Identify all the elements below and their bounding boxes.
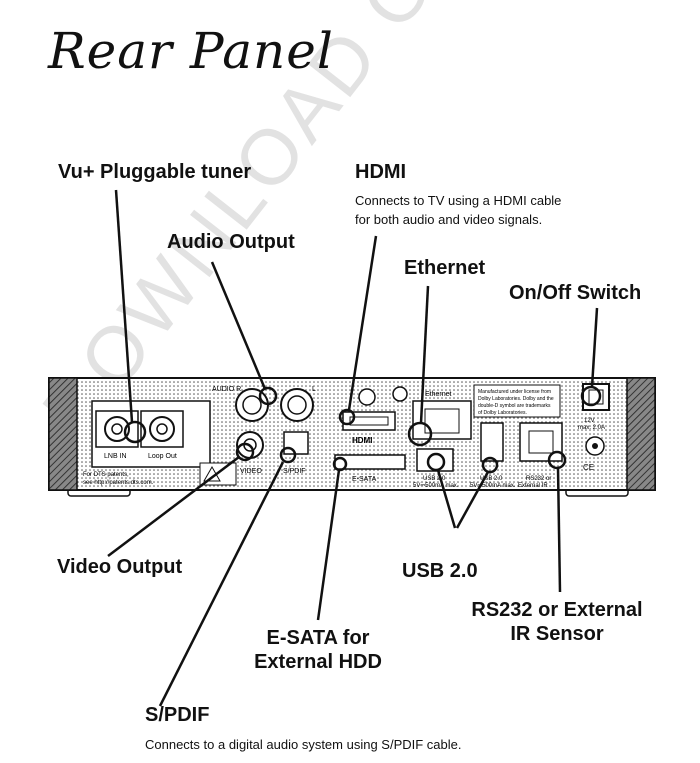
callout-markers <box>123 385 602 474</box>
usb-callout: USB 2.0 <box>402 560 478 582</box>
audio-output-callout: Audio Output <box>167 231 295 253</box>
ground-screw <box>358 388 376 406</box>
chassis-edge-right <box>626 377 656 491</box>
svg-text:Manufactured under license fro: Manufactured under license from Dolby La… <box>478 389 555 416</box>
hdmi-description: Connects to TV using a HDMI cable for bo… <box>355 193 562 227</box>
spdif-callout: S/PDIF <box>145 704 210 726</box>
page-title: Rear Panel <box>48 22 334 80</box>
spdif-port <box>283 431 309 455</box>
loop-out-label: Loop Out <box>148 453 177 460</box>
spdif-description: Connects to a digital audio system using… <box>145 737 462 752</box>
usb1-label: USB 2.0 5V⎓500mA max. <box>413 476 459 489</box>
esata-callout: E-SATA for External HDD <box>254 627 382 673</box>
ethernet-panel-label: Ethernet <box>425 391 452 398</box>
spdif-panel-label: S/PDIF <box>283 468 306 475</box>
chassis-edge-left <box>48 377 78 491</box>
loop-out-connector <box>140 410 184 448</box>
dolby-notice <box>473 384 561 418</box>
lnb-in-label: LNB IN <box>104 453 127 460</box>
audio-r-jack <box>235 388 269 422</box>
power-rating-label: 12V max. 2.0A <box>578 418 605 431</box>
audio-l-label: L <box>312 386 316 393</box>
ethernet-callout: Ethernet <box>404 257 486 279</box>
tuner-callout: Vu+ Pluggable tuner <box>58 161 252 183</box>
cert-mark-icon <box>392 386 408 402</box>
leader-lines <box>107 189 599 707</box>
dts-note: For DTS patents, see http://patents.dts.… <box>83 472 154 486</box>
hdmi-callout: HDMI <box>355 161 407 183</box>
video-label: VIDEO <box>240 468 262 475</box>
rs232-callout: RS232 or External IR Sensor <box>471 599 643 645</box>
ce-mark-icon: CE <box>583 463 594 472</box>
video-output-callout: Video Output <box>57 556 183 578</box>
hdmi-panel-label: HDMI <box>352 436 372 445</box>
onoff-switch-callout: On/Off Switch <box>509 282 642 304</box>
usb-port-1 <box>416 448 454 472</box>
usb-port-2 <box>480 422 504 462</box>
audio-l-jack <box>280 388 314 422</box>
esata-panel-label: E-SATA <box>352 476 377 483</box>
rs232-panel-label: RS232 or External IR <box>518 476 553 489</box>
audio-r-label: AUDIO R <box>212 386 241 393</box>
usb2-label: USB 2.0 5V⎓500mA max. <box>470 476 516 489</box>
